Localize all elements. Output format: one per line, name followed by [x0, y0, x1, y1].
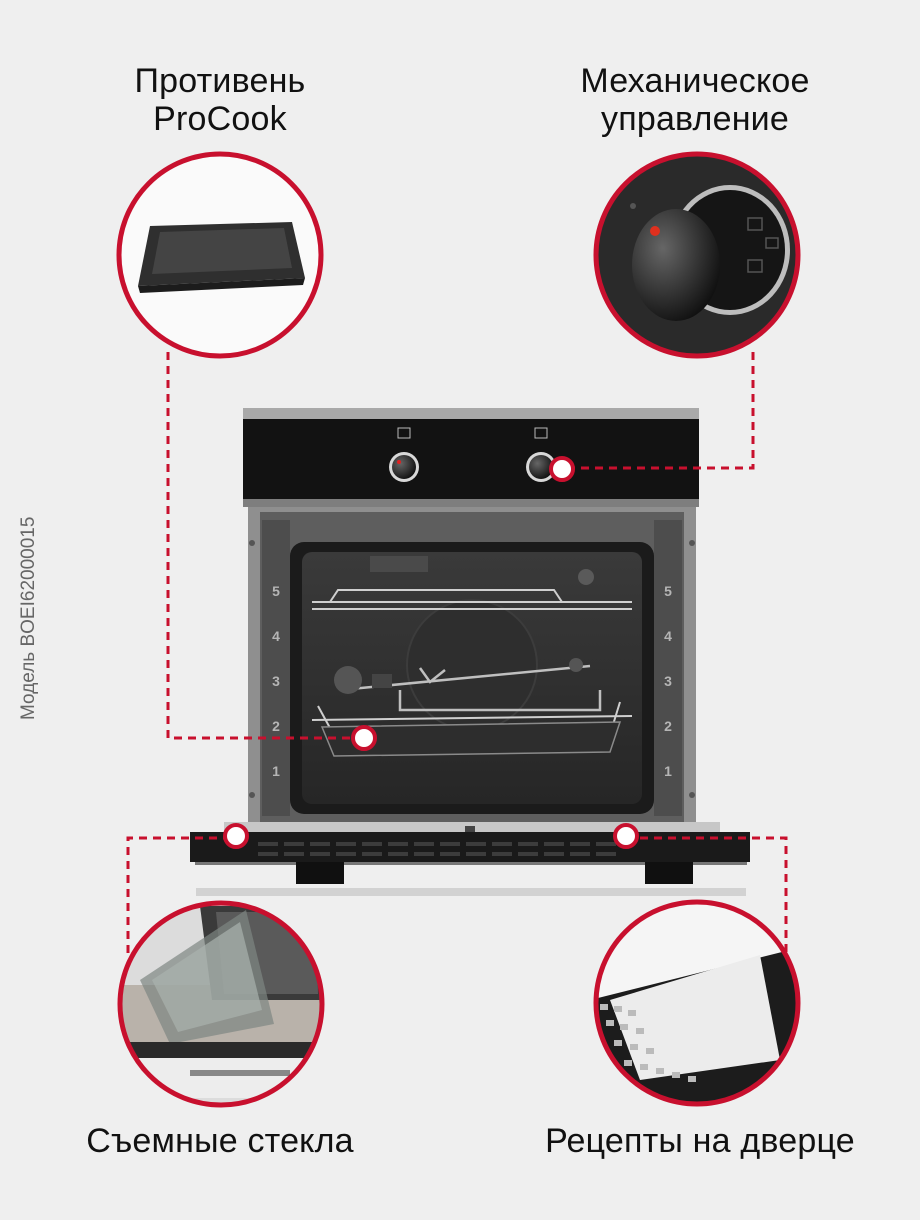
tray-feature-title-line: Противень ProCook: [134, 62, 306, 138]
marker-dot: [223, 823, 249, 849]
baking-tray: [320, 721, 622, 757]
function-knob-left: [389, 427, 419, 482]
control-feature-title: Механическое управление: [545, 62, 845, 138]
door-panel: [190, 832, 750, 862]
control-feature-title-line: Механическое управление: [580, 62, 810, 138]
marker-dot: [351, 725, 377, 751]
marker-dot: [613, 823, 639, 849]
glass-callout-circle: [117, 900, 325, 1108]
svg-text:3: 3: [664, 673, 672, 689]
wire-rack: [312, 589, 632, 610]
recipes-callout-circle: [593, 899, 801, 1107]
recipes-feature-title: Рецепты на дверце: [545, 1122, 855, 1160]
svg-text:2: 2: [664, 718, 672, 734]
svg-text:5: 5: [272, 583, 280, 599]
glass-feature-title: Съемные стекла: [86, 1122, 354, 1160]
marker-dots: [223, 456, 639, 849]
control-knob-callout-circle: [593, 151, 801, 359]
tray-callout-circle: [116, 151, 324, 359]
control-panel: [243, 419, 699, 501]
oven-body: 5 4 3 2 1 5 4 3 2 1: [190, 408, 750, 896]
tray-feature-title: Противень ProCook: [95, 62, 345, 138]
svg-text:1: 1: [272, 763, 280, 779]
model-number-label: Модель BOEI62000015: [18, 516, 39, 720]
svg-text:4: 4: [664, 628, 672, 644]
temperature-knob-right: [526, 427, 556, 482]
marker-dot: [549, 456, 575, 482]
svg-text:1: 1: [664, 763, 672, 779]
svg-text:5: 5: [664, 583, 672, 599]
connector-lines: [126, 352, 788, 953]
svg-text:3: 3: [272, 673, 280, 689]
svg-text:2: 2: [272, 718, 280, 734]
svg-text:4: 4: [272, 628, 280, 644]
